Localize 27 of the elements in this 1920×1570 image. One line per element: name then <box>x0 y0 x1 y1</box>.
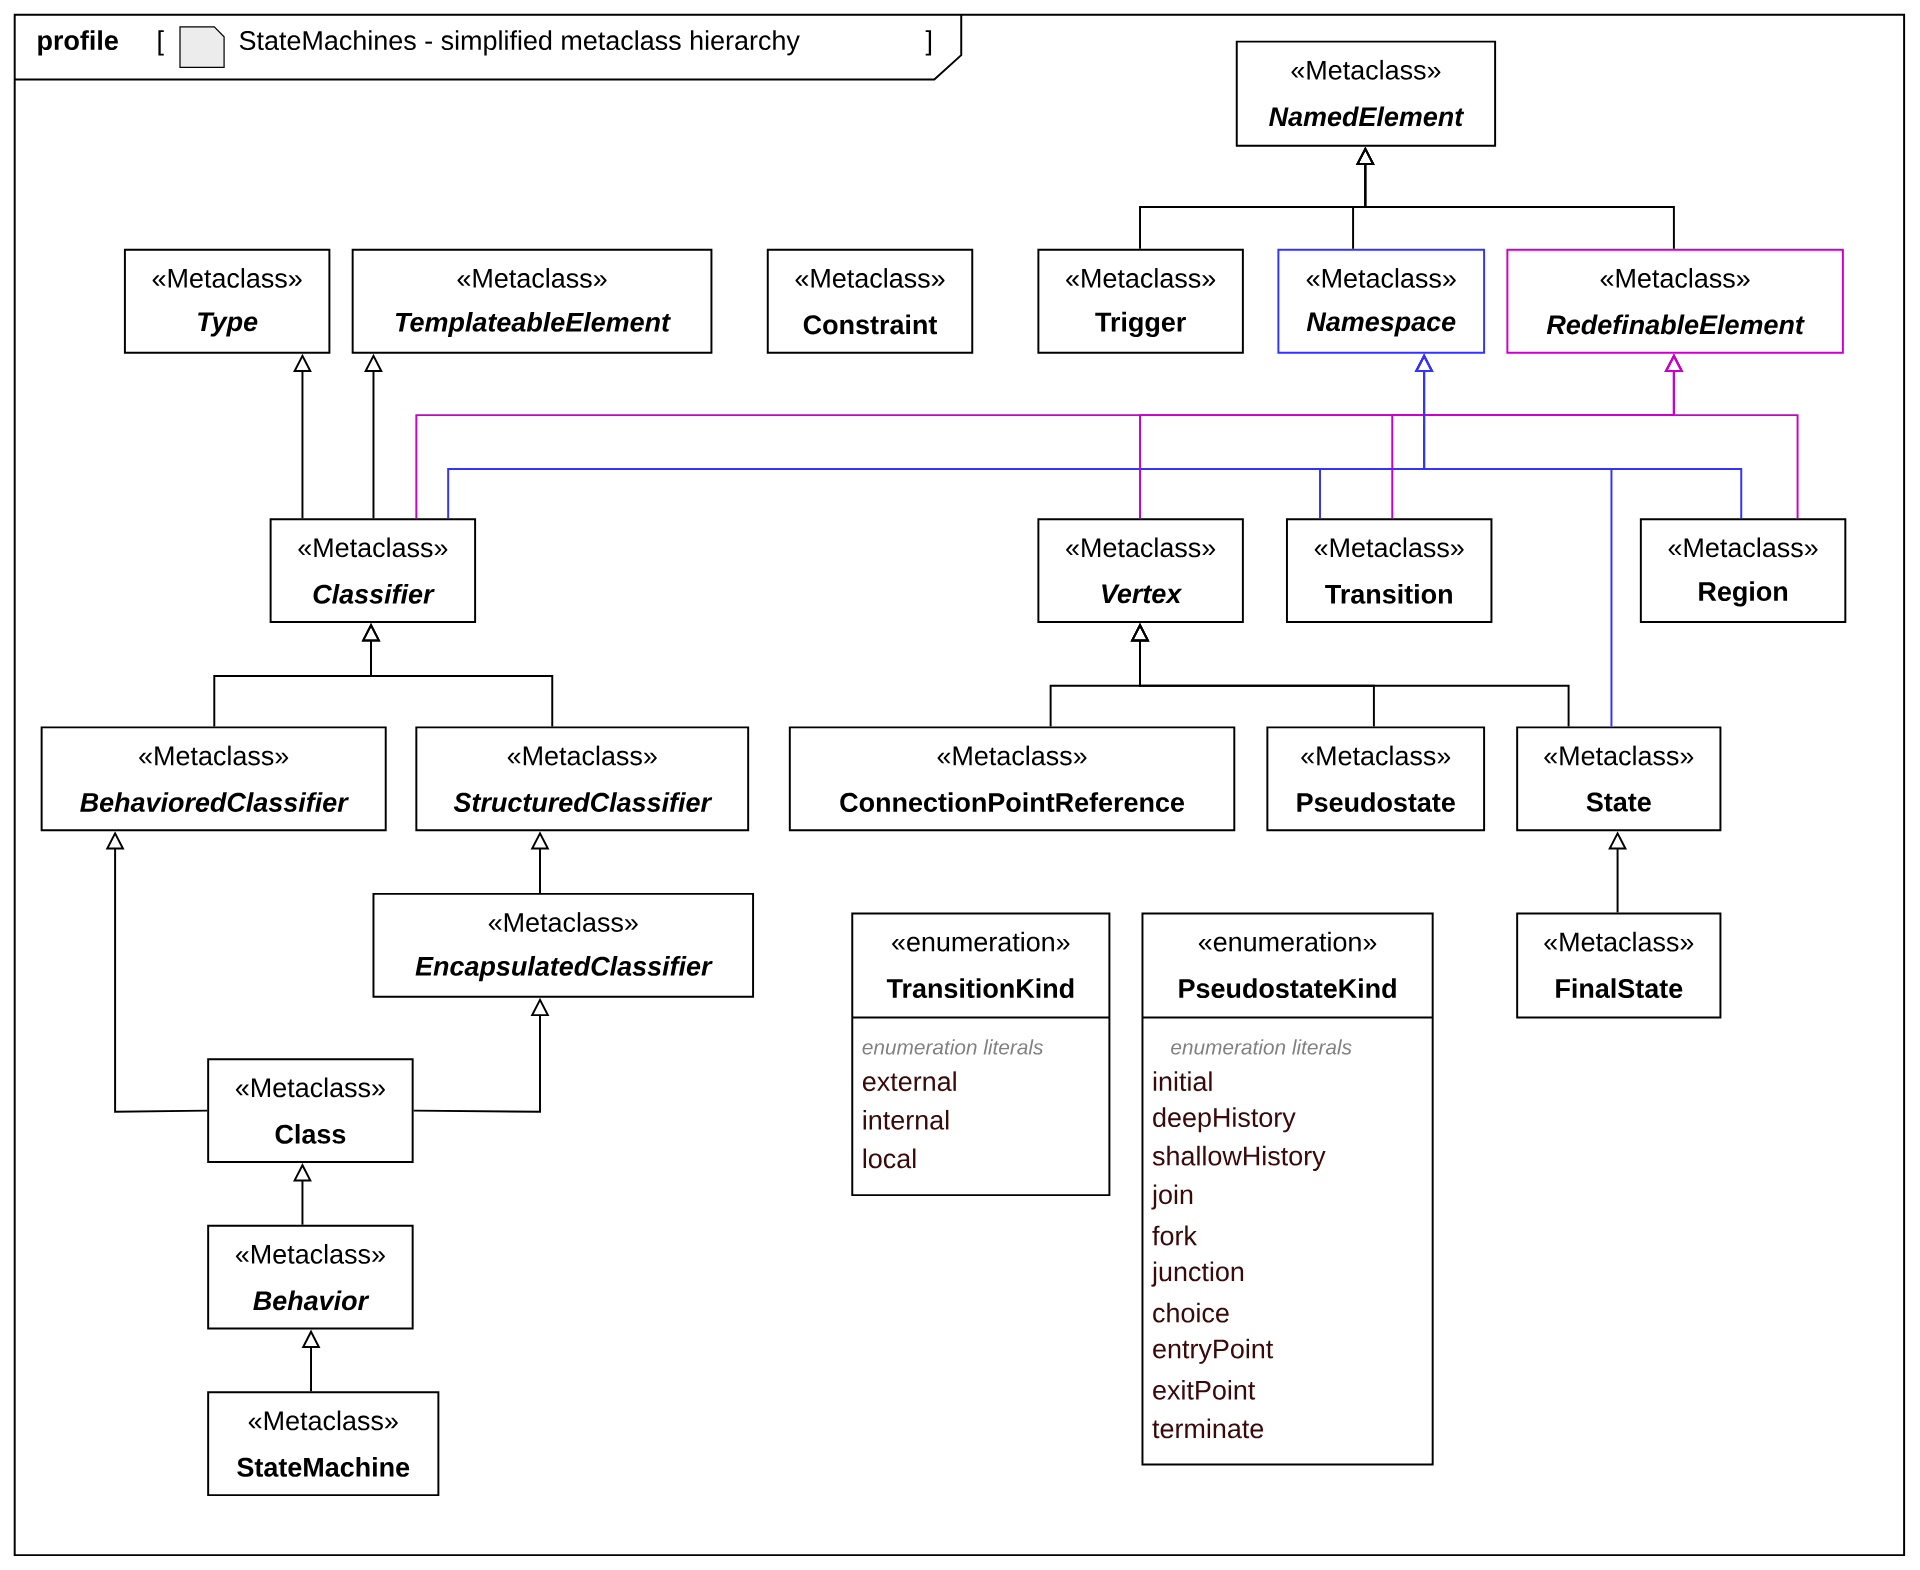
metaclass-box: «Metaclass» Behavior <box>207 1224 414 1330</box>
metaclass-box: «Metaclass» NamedElement <box>1235 40 1497 147</box>
metaclass-box: «Metaclass» Class <box>207 1058 414 1164</box>
enumeration-box: «enumeration» TransitionKind enumeration literals external internal local <box>851 912 1111 1197</box>
metaclass-box: «Metaclass» Pseudostate <box>1266 726 1486 832</box>
metaclass-box: «Metaclass» Vertex <box>1037 518 1244 624</box>
metaclass-box: «Metaclass» BehavioredClassifier <box>40 726 387 832</box>
metaclass-box: «Metaclass» Namespace <box>1277 248 1486 354</box>
metaclass-box: «Metaclass» TemplateableElement <box>351 248 713 354</box>
metaclass-box: «Metaclass» Region <box>1639 518 1847 624</box>
metaclass-box: «Metaclass» StructuredClassifier <box>415 726 750 832</box>
metaclass-box: «Metaclass» StateMachine <box>207 1391 440 1497</box>
diagram-title: StateMachines - simplified metaclass hierarchy <box>239 30 800 56</box>
metaclass-box: «Metaclass» Type <box>123 248 331 354</box>
metaclass-box: «Metaclass» FinalState <box>1516 912 1722 1019</box>
metaclass-box: «Metaclass» State <box>1516 726 1722 832</box>
metaclass-box: «Metaclass» EncapsulatedClassifier <box>372 893 755 998</box>
metaclass-box: «Metaclass» Transition <box>1286 518 1493 624</box>
bracket: ] <box>925 30 932 56</box>
frame-kind: profile <box>38 30 118 56</box>
metaclass-box: «Metaclass» ConnectionPointReference <box>788 726 1236 832</box>
metaclass-box: «Metaclass» Classifier <box>269 518 477 624</box>
enumeration-box: «enumeration» PseudostateKind enumeration literals initial deepHistory shallowHistory join fork junction choice entryPoint exitPoint terminate <box>1141 912 1434 1466</box>
bracket: [ <box>158 30 164 56</box>
metaclass-box: «Metaclass» RedefinableElement <box>1506 248 1844 354</box>
metaclass-box: «Metaclass» Trigger <box>1037 248 1244 354</box>
metaclass-box: «Metaclass» Constraint <box>766 248 974 354</box>
